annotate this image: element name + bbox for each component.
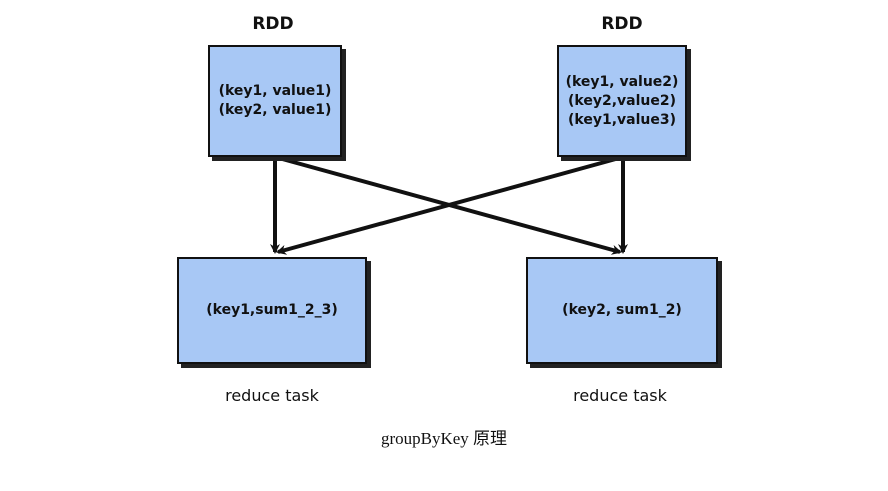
edge-left-to-right (274, 155, 622, 255)
rdd-left-line-2: (key2, value1) (218, 102, 332, 118)
rdd-left-line-1: (key1, value1) (218, 83, 332, 99)
rdd-right-line-3: (key1,value3) (568, 111, 676, 128)
edge-right-to-left (276, 155, 624, 255)
rdd-left-box: (key1, value1) (key2, value1) (208, 45, 342, 157)
rdd-right-line-2: (key2,value2) (568, 92, 676, 109)
rdd-right-line-1: (key1, value2) (565, 73, 679, 90)
reduce-left-content: (key1,sum1_2_3) (206, 302, 338, 318)
reduce-right-label: reduce task (573, 386, 667, 405)
reduce-left-box: (key1,sum1_2_3) (177, 257, 367, 364)
reduce-right-content: (key2, sum1_2) (562, 302, 682, 318)
figure-caption: groupByKey 原理 (380, 429, 508, 448)
reduce-right-box: (key2, sum1_2) (526, 257, 718, 364)
rdd-left-title: RDD (252, 14, 294, 34)
rdd-right-box: (key1, value2) (key2,value2) (key1,value… (557, 45, 687, 157)
reduce-left-label: reduce task (225, 386, 319, 405)
rdd-right-title: RDD (601, 14, 643, 34)
